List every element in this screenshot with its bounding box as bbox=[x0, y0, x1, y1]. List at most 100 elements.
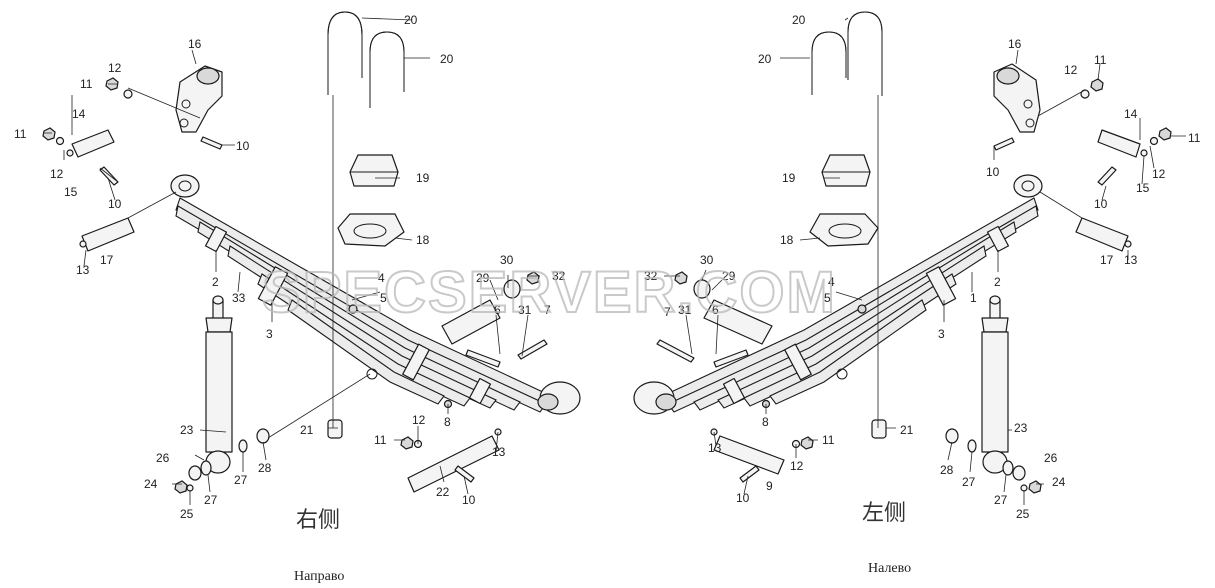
bushing-27-d bbox=[967, 439, 977, 453]
callout-29: 29 bbox=[476, 271, 490, 285]
callout-10: 10 bbox=[108, 197, 122, 211]
callout-16: 16 bbox=[1008, 37, 1022, 51]
rod-6-l bbox=[713, 349, 749, 368]
nut-11-b-l bbox=[1158, 127, 1172, 141]
callout-5: 5 bbox=[824, 291, 831, 305]
callout-12: 12 bbox=[1064, 63, 1078, 77]
callout-20: 20 bbox=[792, 13, 806, 27]
callout-15: 15 bbox=[64, 185, 78, 199]
nut-32-l bbox=[674, 271, 688, 285]
callout-16: 16 bbox=[188, 37, 202, 51]
side-label-right-cn: 右侧 bbox=[296, 508, 340, 533]
callout-25: 25 bbox=[180, 507, 194, 521]
spring-pin-17-l bbox=[1075, 217, 1129, 252]
callout-28: 28 bbox=[940, 463, 954, 477]
spring-pin-14 bbox=[71, 129, 115, 158]
nut-11-c bbox=[400, 436, 414, 450]
callout-29: 29 bbox=[722, 269, 736, 283]
nut-11-c-l bbox=[800, 436, 814, 450]
callout-10: 10 bbox=[462, 493, 476, 507]
bolt-10-pin-l bbox=[1097, 166, 1117, 186]
spring-pin-14-l bbox=[1097, 129, 1141, 158]
callout-28: 28 bbox=[258, 461, 272, 475]
callout-11: 11 bbox=[1188, 131, 1201, 145]
callout-1: 1 bbox=[970, 291, 977, 305]
callout-32: 32 bbox=[552, 269, 566, 283]
callout-33: 33 bbox=[232, 291, 246, 305]
nut-24 bbox=[174, 480, 188, 494]
callout-23: 23 bbox=[1014, 421, 1028, 435]
leaf-spring-pack-right bbox=[170, 174, 581, 415]
callout-31: 31 bbox=[518, 303, 532, 317]
callout-10: 10 bbox=[1094, 197, 1108, 211]
callout-5: 5 bbox=[380, 291, 387, 305]
grease-nipple-15 bbox=[66, 149, 74, 157]
center-bolt-nut-4 bbox=[348, 304, 358, 314]
spring-pin-17 bbox=[81, 217, 135, 252]
callout-15: 15 bbox=[1136, 181, 1150, 195]
washer-12-b-l bbox=[1149, 136, 1159, 146]
spring-bracket-16-l bbox=[993, 63, 1041, 133]
callout-26: 26 bbox=[1044, 451, 1058, 465]
callout-6: 6 bbox=[712, 303, 719, 317]
spring-pad-19 bbox=[349, 154, 399, 187]
callout-10: 10 bbox=[236, 139, 250, 153]
u-bolt-20-front-l bbox=[847, 11, 883, 96]
callout-17: 17 bbox=[100, 253, 114, 267]
callout-24: 24 bbox=[1052, 475, 1066, 489]
callout-3: 3 bbox=[938, 327, 945, 341]
grease-nipple-15-l bbox=[1140, 149, 1148, 157]
shaft-29-l bbox=[703, 299, 773, 345]
callout-8: 8 bbox=[762, 415, 769, 429]
callout-10: 10 bbox=[736, 491, 750, 505]
bolt-31 bbox=[517, 339, 548, 360]
callout-3: 3 bbox=[266, 327, 273, 341]
callout-17: 17 bbox=[1100, 253, 1114, 267]
callout-12: 12 bbox=[790, 459, 804, 473]
callout-27: 27 bbox=[204, 493, 218, 507]
shock-absorber-23-l bbox=[981, 295, 1009, 474]
callout-7: 7 bbox=[544, 303, 551, 317]
callout-30: 30 bbox=[700, 253, 714, 267]
bushing-27-b bbox=[238, 439, 248, 453]
spring-pin-22 bbox=[407, 435, 500, 493]
callout-10: 10 bbox=[986, 165, 1000, 179]
callout-7: 7 bbox=[664, 305, 671, 319]
bolt-10-lower-l bbox=[739, 465, 760, 483]
left-side-assembly: 20 20 16 11 12 14 11 12 15 10 10 19 18 1… bbox=[633, 11, 1201, 521]
callout-11: 11 bbox=[822, 433, 835, 447]
shaft-29 bbox=[441, 299, 501, 345]
bush-21-l bbox=[871, 419, 887, 439]
callout-18: 18 bbox=[416, 233, 430, 247]
callout-12: 12 bbox=[50, 167, 64, 181]
u-bolt-20-rear bbox=[327, 11, 363, 95]
callout-13: 13 bbox=[708, 441, 722, 455]
spring-bracket-16 bbox=[175, 65, 223, 133]
washer-12-a bbox=[123, 89, 133, 99]
callout-2: 2 bbox=[212, 275, 219, 289]
u-bolt-20-rear-l bbox=[811, 31, 847, 95]
callout-31: 31 bbox=[678, 303, 692, 317]
spring-seat-18 bbox=[337, 213, 405, 247]
grease-nipple-13-a-l bbox=[1124, 240, 1132, 248]
callout-25: 25 bbox=[1016, 507, 1030, 521]
bolt-10-lower bbox=[454, 465, 475, 483]
callout-12: 12 bbox=[108, 61, 122, 75]
callout-12: 12 bbox=[412, 413, 426, 427]
callout-11: 11 bbox=[374, 433, 387, 447]
callout-22: 22 bbox=[436, 485, 450, 499]
washer-26-l bbox=[1012, 465, 1026, 481]
callout-20: 20 bbox=[758, 52, 772, 66]
washer-28-l bbox=[945, 428, 959, 444]
leaf-spring-pack-left bbox=[633, 174, 1043, 415]
spring-seat-18-l bbox=[809, 213, 879, 247]
callout-18: 18 bbox=[780, 233, 794, 247]
watermark: SPECSERVER.COM bbox=[262, 260, 837, 325]
callout-21: 21 bbox=[900, 423, 914, 437]
washer-28 bbox=[256, 428, 270, 444]
callout-13: 13 bbox=[492, 445, 506, 459]
callout-9: 9 bbox=[766, 479, 773, 493]
nut-11-a-l bbox=[1090, 78, 1104, 92]
